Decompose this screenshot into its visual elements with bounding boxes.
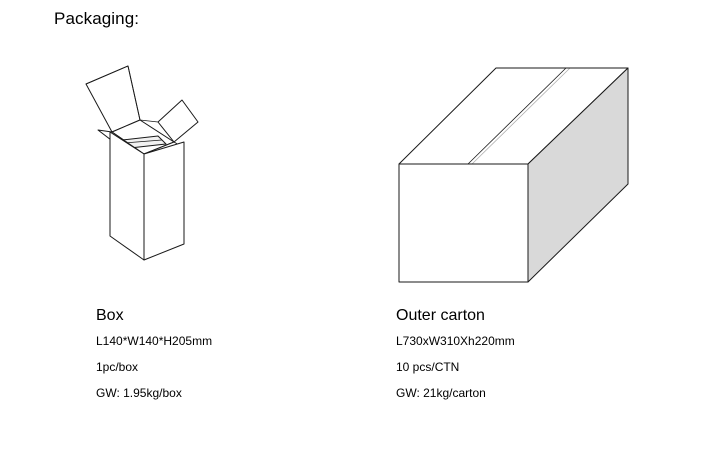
- carton-dimensions: L730xW310Xh220mm: [396, 334, 515, 348]
- carton-gross-weight: GW: 21kg/carton: [396, 386, 486, 400]
- box-back-flap: [85, 65, 141, 133]
- box-illustration: [85, 65, 199, 261]
- carton-title: Outer carton: [396, 307, 485, 324]
- carton-tape-seam: [467, 67, 571, 165]
- carton-spec: Outer carton L730xW310Xh220mm 10 pcs/CTN…: [396, 306, 515, 411]
- box-quantity: 1pc/box: [96, 360, 139, 374]
- box-gross-weight: GW: 1.95kg/box: [96, 386, 182, 400]
- box-title: Box: [96, 307, 124, 324]
- carton-front-face: [398, 163, 529, 283]
- box-spec: Box L140*W140*H205mm 1pc/box GW: 1.95kg/…: [96, 306, 212, 411]
- box-right-flap: [157, 99, 199, 143]
- box-dimensions: L140*W140*H205mm: [96, 334, 213, 348]
- page-heading: Packaging:: [54, 9, 140, 28]
- box-right-face: [143, 141, 185, 261]
- carton-illustration: [398, 67, 629, 283]
- box-left-face: [109, 131, 145, 261]
- carton-quantity: 10 pcs/CTN: [396, 360, 460, 374]
